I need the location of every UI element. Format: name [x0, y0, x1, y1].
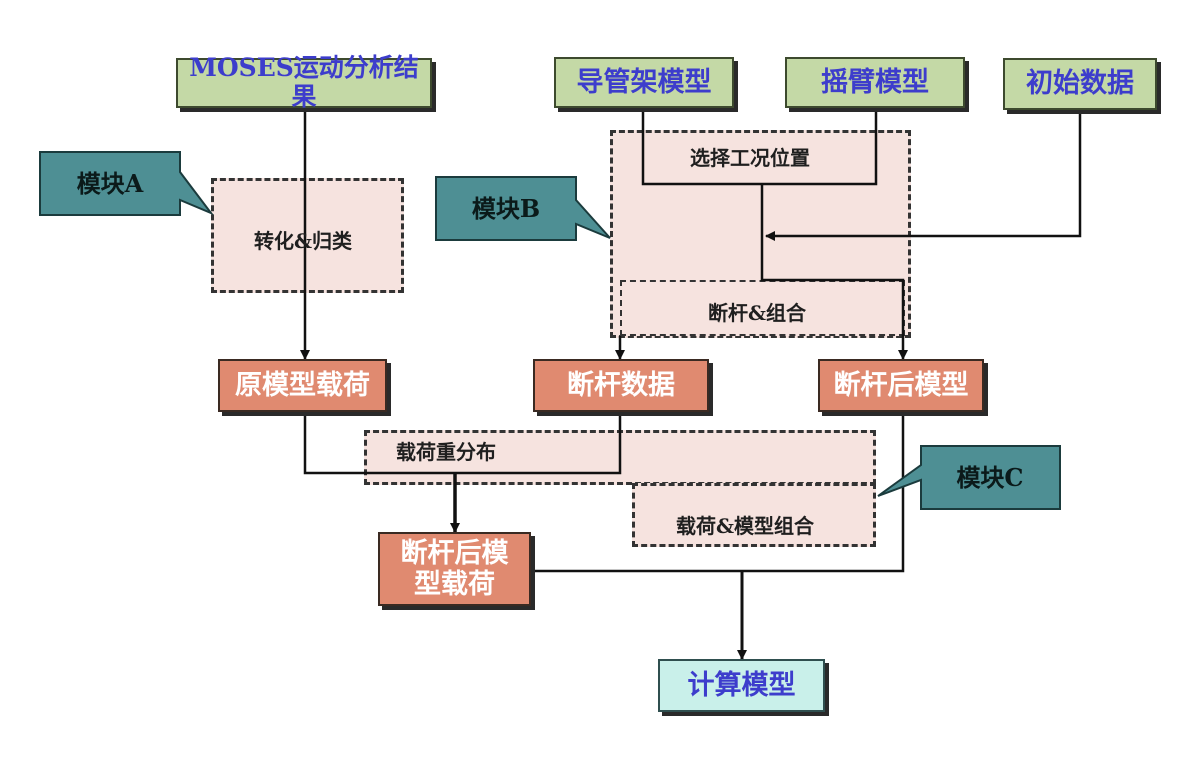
callout-module-a: 模块A: [39, 151, 215, 216]
region-convert-label: 转化&归类: [254, 229, 353, 253]
node-after-model: 断杆后模型: [818, 359, 984, 412]
node-calc-model: 计算模型: [658, 659, 825, 712]
node-arm-model: 摇臂模型: [785, 57, 965, 108]
node-moses-results: MOSES运动分析结果: [176, 53, 432, 111]
region-load-model: [632, 483, 876, 547]
callout-module-c: 模块C: [877, 445, 1061, 510]
region-convert: [211, 178, 404, 293]
callout-b-label: 模块B: [472, 194, 540, 223]
region-redistribute-label: 载荷重分布: [396, 440, 496, 464]
node-break-data: 断杆数据: [533, 359, 709, 412]
region-select-label: 选择工况位置: [690, 146, 810, 170]
region-load-model-label: 载荷&模型组合: [676, 514, 815, 538]
node-jacket-model: 导管架模型: [554, 57, 734, 108]
callout-c-label: 模块C: [956, 463, 1023, 492]
callout-a-label: 模块A: [77, 169, 144, 198]
node-initial-data: 初始数据: [1003, 58, 1157, 110]
callout-module-b: 模块B: [435, 176, 611, 241]
region-combine-label: 断杆&组合: [708, 301, 807, 325]
node-original-load: 原模型载荷: [218, 359, 387, 412]
node-after-load: 断杆后模型载荷: [378, 532, 531, 606]
region-combine: [620, 280, 905, 336]
